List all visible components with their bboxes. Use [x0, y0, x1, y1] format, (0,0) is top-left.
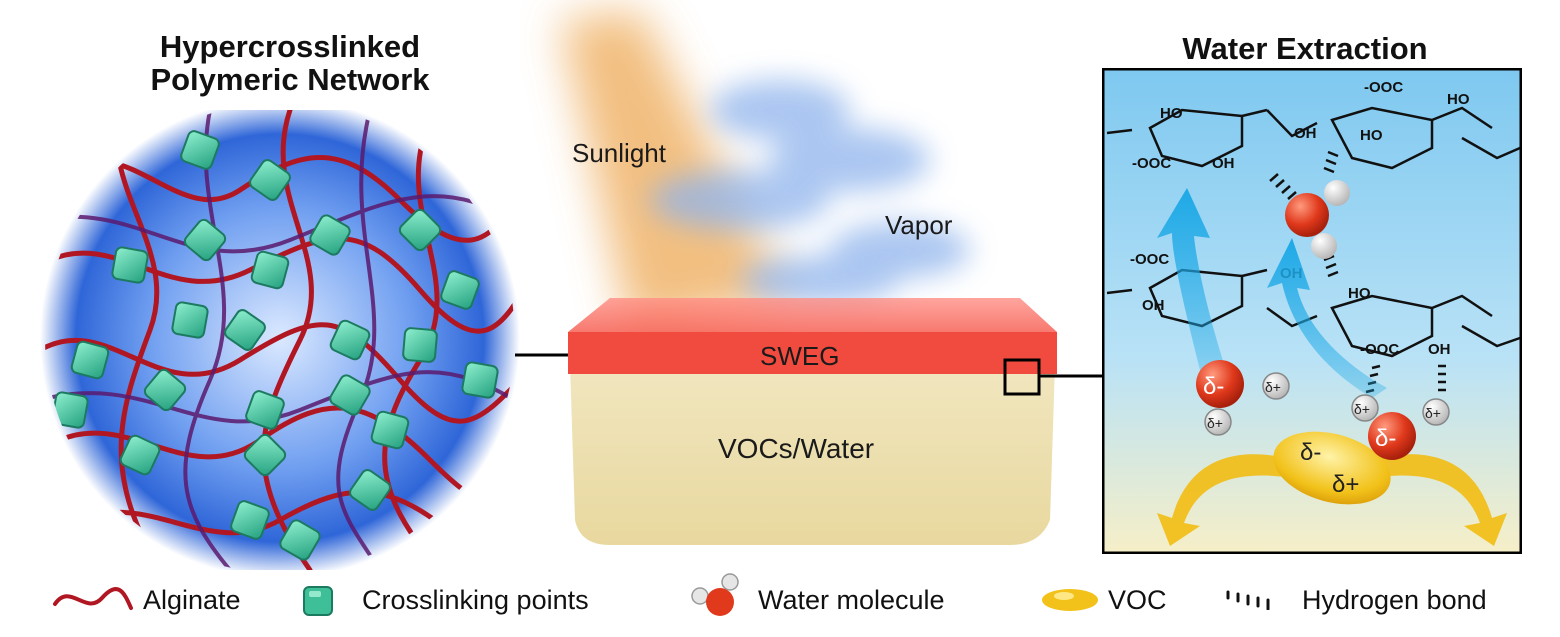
hbond-legend-icon — [1226, 590, 1270, 610]
legend-crosslinking: Crosslinking points — [362, 585, 589, 615]
group-label: OH — [1294, 125, 1317, 142]
polymer-network-circle — [40, 110, 520, 570]
sweg-label: SWEG — [760, 341, 840, 371]
network-title-line2: Polymeric Network — [150, 62, 430, 98]
water-uptake-arrow — [1157, 188, 1227, 378]
crosslink-cube — [398, 208, 442, 252]
voc-legend-icon — [1042, 589, 1098, 611]
water-uptake-arrow — [1267, 238, 1387, 398]
crosslink-cube — [180, 130, 220, 170]
network-title-line1: Hypercrosslinked — [159, 29, 421, 64]
water-oxygen — [1285, 193, 1329, 237]
voc-rejection-arrow — [1342, 454, 1507, 546]
group-label: OH — [1428, 341, 1451, 358]
group-label: -OOC — [1364, 79, 1403, 96]
water-hydrogen-charged — [1351, 394, 1379, 422]
crosslink-cube — [329, 319, 371, 361]
group-label: HO — [1360, 127, 1383, 144]
water-hydrogen — [1311, 233, 1337, 259]
network-title: Hypercrosslinked Polymeric Network — [80, 30, 500, 97]
sweg-top-face — [568, 298, 1057, 332]
alginate-chain — [114, 110, 163, 570]
crosslink-cube — [183, 218, 227, 262]
network-glow — [40, 110, 520, 570]
crosslink-cube — [243, 433, 287, 477]
group-label: HO — [1348, 285, 1371, 302]
water-legend-icon — [691, 573, 739, 616]
alginate-chain — [45, 322, 515, 424]
crosslink-cube — [250, 250, 290, 290]
liquid-container — [570, 365, 1055, 545]
hydrogen-bond — [1269, 150, 1446, 394]
voc-charge-minus: δ- — [1300, 439, 1321, 466]
alginate-chain — [57, 155, 515, 243]
water-hydrogen-charged — [1204, 408, 1232, 436]
charge-minus-label: δ- — [1375, 425, 1396, 452]
zoom-square-marker — [1003, 358, 1041, 396]
crosslink-cube — [329, 374, 371, 416]
charge-plus-label: δ+ — [1425, 405, 1441, 421]
crosslink-cube — [349, 469, 391, 511]
crosslink-cube — [249, 159, 291, 201]
alginate-legend-icon — [53, 587, 133, 610]
vapor-label: Vapor — [885, 210, 953, 240]
legend: Alginate Crosslinking points Water molec… — [0, 570, 1560, 630]
legend-hbond: Hydrogen bond — [1302, 585, 1487, 615]
sunlight-label: Sunlight — [572, 138, 666, 168]
water-extraction-panel: HO OH -OOC OH HO -OOC HO OH -OOC OH HO -… — [1102, 68, 1522, 554]
crosslink-cube — [279, 519, 321, 561]
alginate-chain — [45, 370, 515, 424]
group-label: -OOC — [1130, 251, 1169, 268]
liquid-label: VOCs/Water — [718, 433, 875, 464]
group-label: OH — [1142, 297, 1165, 314]
alginate-chain-upper — [1106, 106, 1521, 170]
legend-water: Water molecule — [758, 585, 945, 615]
group-label: -OOC — [1132, 155, 1171, 172]
crosslink-legend-icon — [303, 586, 333, 616]
crosslink-cube — [370, 410, 410, 450]
group-label: -OOC — [1360, 341, 1399, 358]
water-oxygen-charged — [1196, 360, 1244, 408]
crosslink-cube — [461, 361, 499, 399]
group-label: HO — [1160, 105, 1183, 122]
legend-voc: VOC — [1108, 585, 1167, 615]
group-label: OH — [1212, 155, 1235, 172]
extraction-connector — [1003, 358, 1105, 396]
crosslink-cube — [309, 214, 351, 256]
crosslink-cube — [440, 270, 480, 310]
voc-rejection-arrow — [1157, 454, 1322, 546]
water-hydrogen — [1324, 180, 1350, 206]
vapor-cloud — [650, 80, 970, 304]
charge-plus-label: δ+ — [1354, 401, 1370, 417]
sweg-slab — [568, 332, 1057, 374]
legend-alginate: Alginate — [143, 585, 241, 615]
charge-plus-label: δ+ — [1207, 415, 1223, 431]
crosslink-cube — [143, 368, 187, 412]
crosslink-cube — [171, 301, 209, 339]
charge-plus-label: δ+ — [1265, 379, 1281, 395]
voc-charge-plus: δ+ — [1332, 471, 1359, 498]
alginate-chain — [183, 110, 232, 570]
extraction-title: Water Extraction — [1182, 31, 1428, 66]
crosslink-cube — [119, 434, 161, 476]
water-hydrogen-charged — [1422, 398, 1450, 426]
charge-minus-label: δ- — [1203, 373, 1224, 400]
water-hydrogen-charged — [1262, 372, 1290, 400]
crosslink-cube — [245, 390, 285, 430]
voc-molecule — [1273, 431, 1391, 505]
crosslink-cube — [402, 327, 438, 363]
group-label: HO — [1447, 91, 1470, 108]
crosslink-cube — [111, 246, 149, 284]
alginate-chain — [45, 194, 515, 254]
sunlight-beam — [560, 10, 790, 330]
alginate-chain — [261, 110, 314, 570]
sunlight-vapor-scene — [560, 10, 1057, 545]
crosslink-cube — [70, 340, 110, 380]
water-oxygen-charged — [1368, 412, 1416, 460]
crosslink-cube — [230, 500, 270, 540]
crosslink-cube — [224, 309, 266, 351]
